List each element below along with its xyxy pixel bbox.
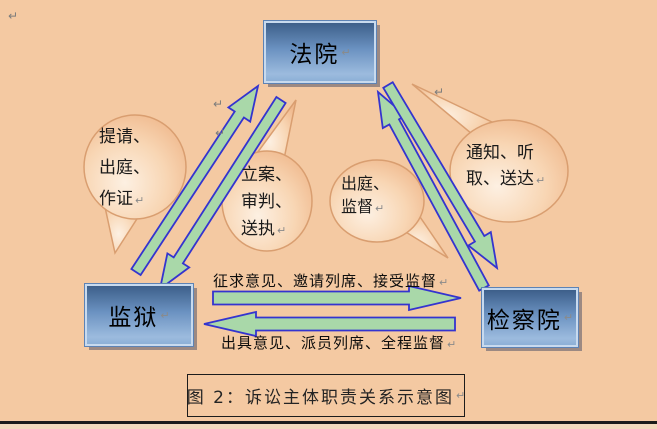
bubble-line: 通知、听	[466, 140, 545, 166]
caption-text: 图 2：诉讼主体职责关系示意图	[186, 388, 455, 408]
bubble-court-to-procuratorate-shape	[411, 83, 569, 223]
bubble-line-text: 出庭、	[99, 158, 150, 178]
bubble-line-text: 立案、	[241, 165, 292, 185]
bubble-court-to-prison-shape	[221, 99, 313, 252]
bubble-prison-to-court-text: 提请、 出庭、 作证↵	[99, 122, 150, 216]
bubble-line: 取、送达↵	[466, 166, 545, 194]
bubble-line: 送执↵	[241, 216, 292, 244]
bubble-line: 立案、	[241, 162, 292, 189]
arrow-prison-to-court	[130, 83, 260, 277]
bubble-line: 作证↵	[99, 184, 150, 216]
paragraph-mark: ↵	[375, 202, 385, 215]
node-procuratorate-label: 检察院	[486, 307, 562, 334]
page-bottom-margin	[0, 424, 657, 429]
node-prison-label: 监狱	[108, 305, 159, 331]
paragraph-mark: ↵	[341, 45, 351, 59]
paragraph-mark: ↵	[456, 389, 466, 402]
label-prison-to-procuratorate: 征求意见、邀请列席、接受监督↵	[213, 270, 448, 291]
node-court-label: 法院	[289, 42, 340, 68]
label-procuratorate-to-prison: 出具意见、派员列席、全程监督↵	[221, 332, 456, 353]
node-procuratorate: 检察院↵	[481, 287, 579, 348]
bubble-line-text: 通知、听	[466, 143, 534, 163]
arrow-procuratorate-to-prison	[203, 310, 456, 338]
paragraph-mark: ↵	[213, 97, 224, 111]
paragraph-mark: ↵	[277, 224, 287, 237]
arrow-court-to-procuratorate	[382, 80, 499, 271]
paragraph-mark: ↵	[439, 276, 449, 289]
label-text: 出具意见、派员列席、全程监督	[221, 334, 446, 352]
bubble-prison-to-court-shape	[83, 114, 187, 255]
paragraph-mark: ↵	[434, 85, 445, 99]
arrow-prison-to-procuratorate	[212, 284, 462, 312]
paragraph-mark: ↵	[8, 9, 19, 23]
bubble-line: 出庭、	[341, 172, 389, 195]
bubble-line-text: 出庭、	[341, 174, 390, 193]
bubble-line-text: 监督	[341, 197, 374, 216]
bubble-line: 监督↵	[341, 195, 389, 220]
page-bottom-border	[0, 421, 657, 424]
paragraph-mark: ↵	[135, 194, 145, 207]
bubble-line: 提请、	[99, 122, 150, 153]
paragraph-mark: ↵	[160, 308, 170, 322]
bubble-line-text: 送执	[241, 219, 275, 239]
paragraph-mark: ↵	[215, 126, 226, 140]
bubble-line: 出庭、	[99, 153, 150, 184]
paragraph-mark: ↵	[536, 174, 546, 187]
bubble-procuratorate-to-court-shape	[329, 159, 449, 259]
bubble-line: 审判、	[241, 189, 292, 216]
caption-box: 图 2：诉讼主体职责关系示意图↵	[187, 374, 465, 417]
arrow-court-to-prison	[158, 95, 287, 292]
arrow-procuratorate-to-court	[376, 89, 491, 292]
bubble-court-to-prison-text: 立案、 审判、 送执↵	[241, 162, 292, 244]
bubble-line-text: 审判、	[241, 192, 292, 212]
bubble-line-text: 取、送达	[466, 169, 534, 189]
bubble-line-text: 作证	[99, 189, 133, 209]
label-text: 征求意见、邀请列席、接受监督	[213, 272, 438, 290]
paragraph-mark: ↵	[447, 338, 457, 351]
node-court: 法院↵	[263, 20, 377, 84]
paragraph-mark: ↵	[563, 311, 574, 324]
node-prison: 监狱↵	[84, 283, 194, 347]
bubble-line-text: 提请、	[99, 127, 150, 147]
bubble-procuratorate-to-court-text: 出庭、 监督↵	[341, 172, 389, 220]
bubble-court-to-procuratorate-text: 通知、听 取、送达↵	[466, 140, 545, 194]
